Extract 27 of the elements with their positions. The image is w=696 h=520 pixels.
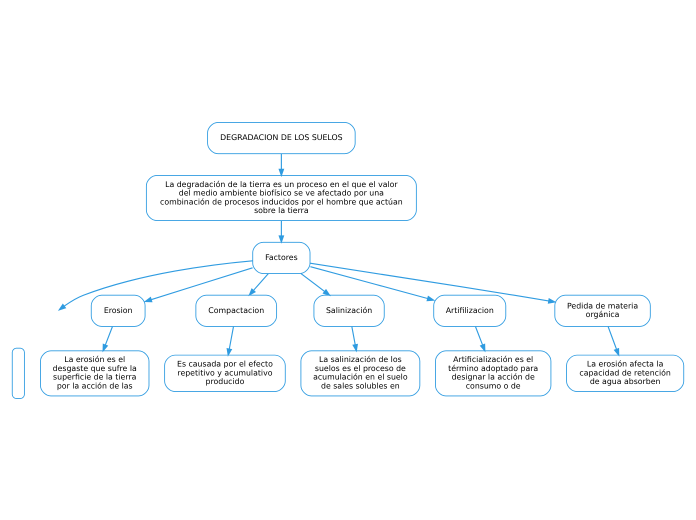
- node-box: Pedida de materia orgánica: [554, 294, 651, 326]
- arrow: [278, 153, 284, 177]
- node-box: Artificialización es el término adoptado para designar la acción de consumo o de: [435, 350, 552, 396]
- node-box: [12, 347, 25, 398]
- arrow: [351, 326, 358, 352]
- arrow: [608, 326, 620, 356]
- arrow: [58, 260, 253, 310]
- node-box: DEGRADACION DE LOS SUELOS: [207, 122, 356, 154]
- arrow: [475, 326, 486, 352]
- node-box: Erosion: [90, 294, 146, 326]
- node-box: La salinización de los suelos es el proceso de acumulación en el suelo de sales solubles en: [300, 350, 420, 396]
- node-box: Salinización: [314, 294, 385, 326]
- arrow: [278, 220, 284, 244]
- node-box: Artifilizacion: [433, 294, 506, 326]
- arrow: [226, 326, 234, 356]
- node-box: Es causada por el efecto repetitivo y acumulativo producido: [164, 354, 286, 392]
- arrow: [102, 326, 113, 352]
- node-box: La erosión es el desgaste que sufre la superficie de la tierra por la acción de las: [40, 350, 150, 396]
- arrow: [144, 266, 253, 302]
- node-box: Compactacion: [195, 294, 278, 326]
- arrow: [310, 262, 556, 304]
- arrow: [248, 272, 269, 296]
- node-box: La erosión afecta la capacidad de retención de agua absorben: [566, 354, 684, 392]
- arrow: [300, 272, 331, 296]
- arrow: [310, 266, 436, 301]
- node-box: Factores: [252, 241, 310, 274]
- node-box: La degradación de la tierra es un proceso en el que el valor del medio ambiente biofísico se ve afectado por una combinación de procesos inducidos por el hombre que actúan sobre la tierra: [146, 174, 417, 220]
